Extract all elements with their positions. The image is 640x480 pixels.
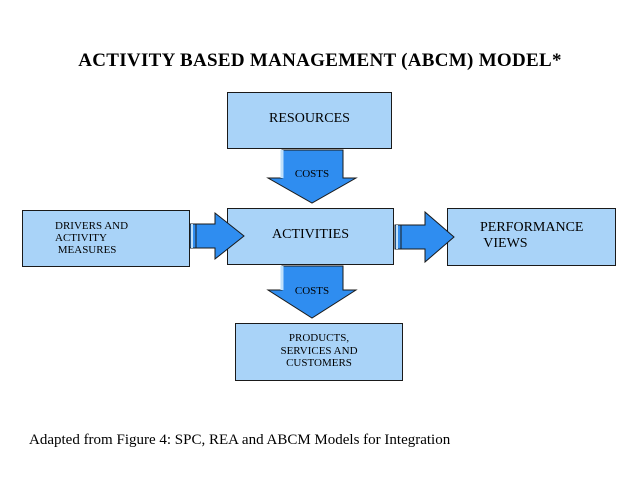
performance-label: PERFORMANCE VIEWS [480,220,584,251]
costs-bottom-label: COSTS [295,285,329,297]
resources-label: RESOURCES [269,111,350,126]
products-label: PRODUCTS, SERVICES AND CUSTOMERS [280,332,358,369]
diagram-title: ACTIVITY BASED MANAGEMENT (ABCM) MODEL* [78,50,562,71]
drivers-to-activities-arrow [189,211,245,261]
costs-arrow-bottom: COSTS [266,265,358,319]
figure-caption: Adapted from Figure 4: SPC, REA and ABCM… [29,432,451,448]
drivers-label: DRIVERS AND ACTIVITY MEASURES [55,220,129,256]
costs-arrow-top: COSTS [266,149,358,204]
resources-box: RESOURCES [227,92,392,149]
costs-top-label: COSTS [295,168,329,180]
products-box: PRODUCTS, SERVICES AND CUSTOMERS [235,323,403,381]
activities-to-performance-arrow [394,210,455,264]
activities-label: ACTIVITIES [272,227,349,242]
performance-box: PERFORMANCE VIEWS [447,208,616,266]
